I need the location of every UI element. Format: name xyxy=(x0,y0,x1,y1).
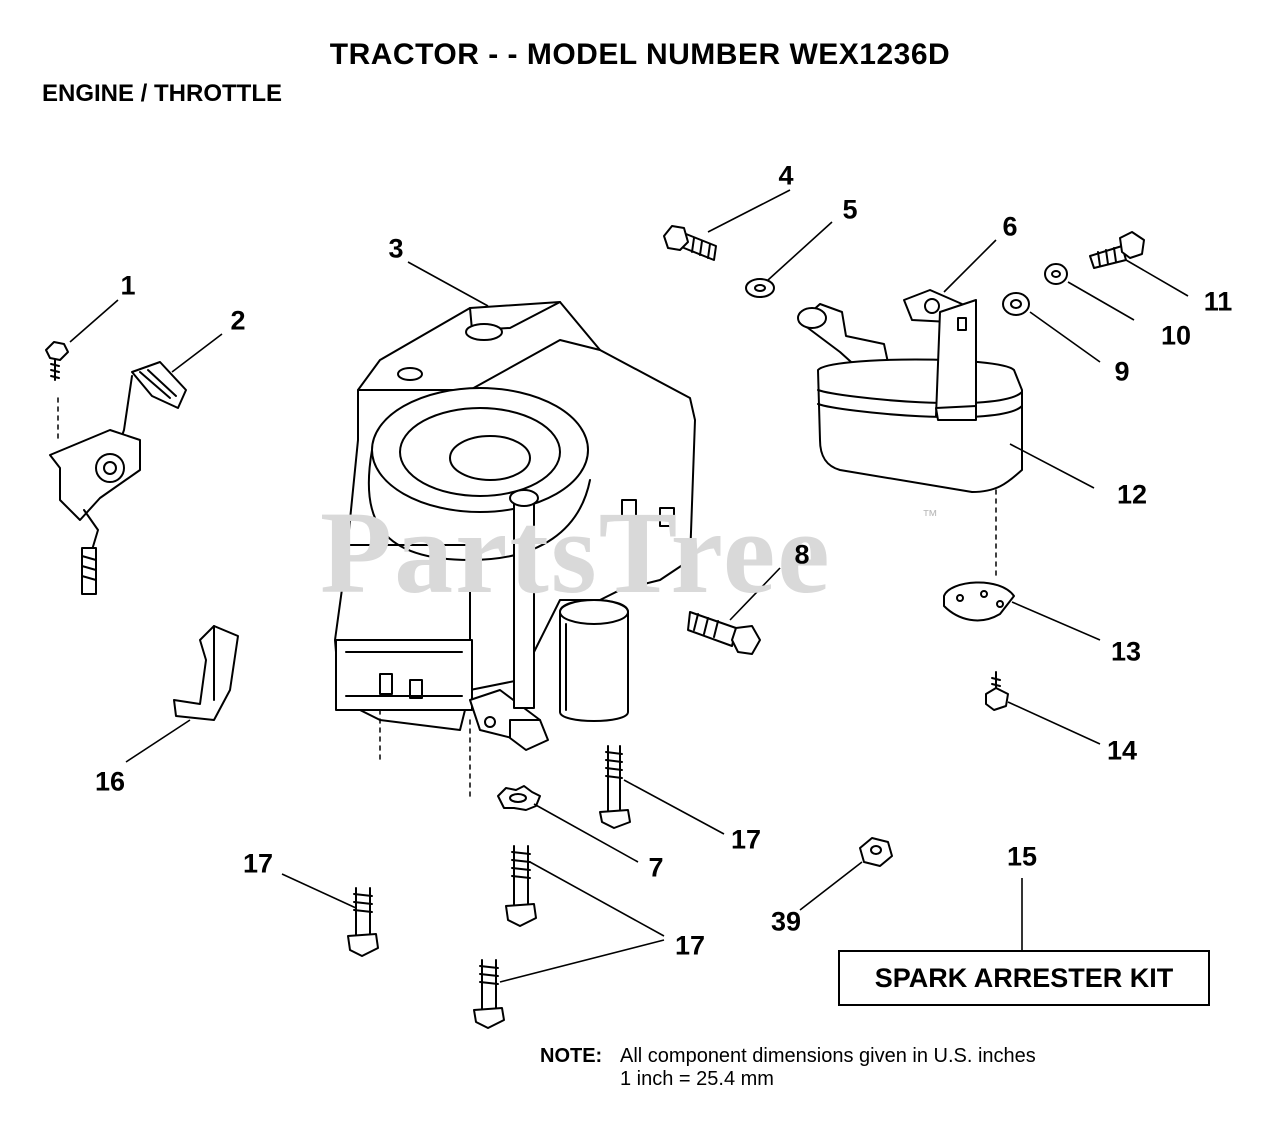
callout-1: 1 xyxy=(120,270,136,301)
part-17-bolt-c xyxy=(505,845,537,927)
note-line-2: 1 inch = 25.4 mm xyxy=(620,1068,774,1090)
part-17-bolt-a xyxy=(599,745,631,829)
part-17-bolt-b xyxy=(347,887,379,957)
part-17-bolt-d xyxy=(473,959,505,1029)
part-13-spark-screen xyxy=(943,581,1015,622)
callout-7: 7 xyxy=(648,852,664,883)
callout-17-a: 17 xyxy=(730,824,762,855)
trademark-symbol: ™ xyxy=(922,508,938,525)
callout-9: 9 xyxy=(1114,356,1130,387)
part-1-bolt xyxy=(45,341,69,381)
note-label: NOTE: xyxy=(540,1045,603,1067)
callout-13: 13 xyxy=(1110,636,1142,667)
part-39-nut xyxy=(859,837,893,867)
note-line-1: All component dimensions given in U.S. i… xyxy=(620,1045,1036,1067)
part-14-screw xyxy=(985,671,1009,711)
callout-16: 16 xyxy=(94,766,126,797)
callout-5: 5 xyxy=(842,194,858,225)
part-2-throttle-bracket xyxy=(49,361,187,595)
callout-10: 10 xyxy=(1160,320,1192,351)
leader-lines xyxy=(69,189,1189,983)
callout-14: 14 xyxy=(1106,735,1138,766)
section-title: ENGINE / THROTTLE xyxy=(42,80,282,107)
part-16-bracket xyxy=(173,625,239,721)
part-8-bolt xyxy=(687,611,761,655)
part-12-muffler xyxy=(797,299,1023,493)
callout-8: 8 xyxy=(794,539,810,570)
part-11-bolt xyxy=(1089,231,1145,269)
part-7-lock-washer xyxy=(497,785,541,811)
callout-12: 12 xyxy=(1116,479,1148,510)
part-10-washer xyxy=(1044,263,1068,285)
callout-2: 2 xyxy=(230,305,246,336)
callout-3: 3 xyxy=(388,233,404,264)
spark-arrester-kit-label: SPARK ARRESTER KIT xyxy=(838,950,1210,1006)
callout-17-c: 17 xyxy=(674,930,706,961)
watermark-logo: PartsTree xyxy=(320,487,832,618)
callout-6: 6 xyxy=(1002,211,1018,242)
callout-15: 15 xyxy=(1006,841,1038,872)
dimension-note: NOTE: All component dimensions given in U… xyxy=(540,1045,1036,1091)
callout-11: 11 xyxy=(1203,286,1233,317)
callout-17-b: 17 xyxy=(242,848,274,879)
part-3-engine xyxy=(334,301,696,751)
part-5-washer xyxy=(745,278,775,298)
callout-4: 4 xyxy=(778,160,794,191)
page-title: TRACTOR - - MODEL NUMBER WEX1236D xyxy=(329,38,951,71)
part-9-washer xyxy=(1002,292,1030,316)
part-4-bolt xyxy=(663,225,717,261)
callout-39: 39 xyxy=(770,906,802,937)
